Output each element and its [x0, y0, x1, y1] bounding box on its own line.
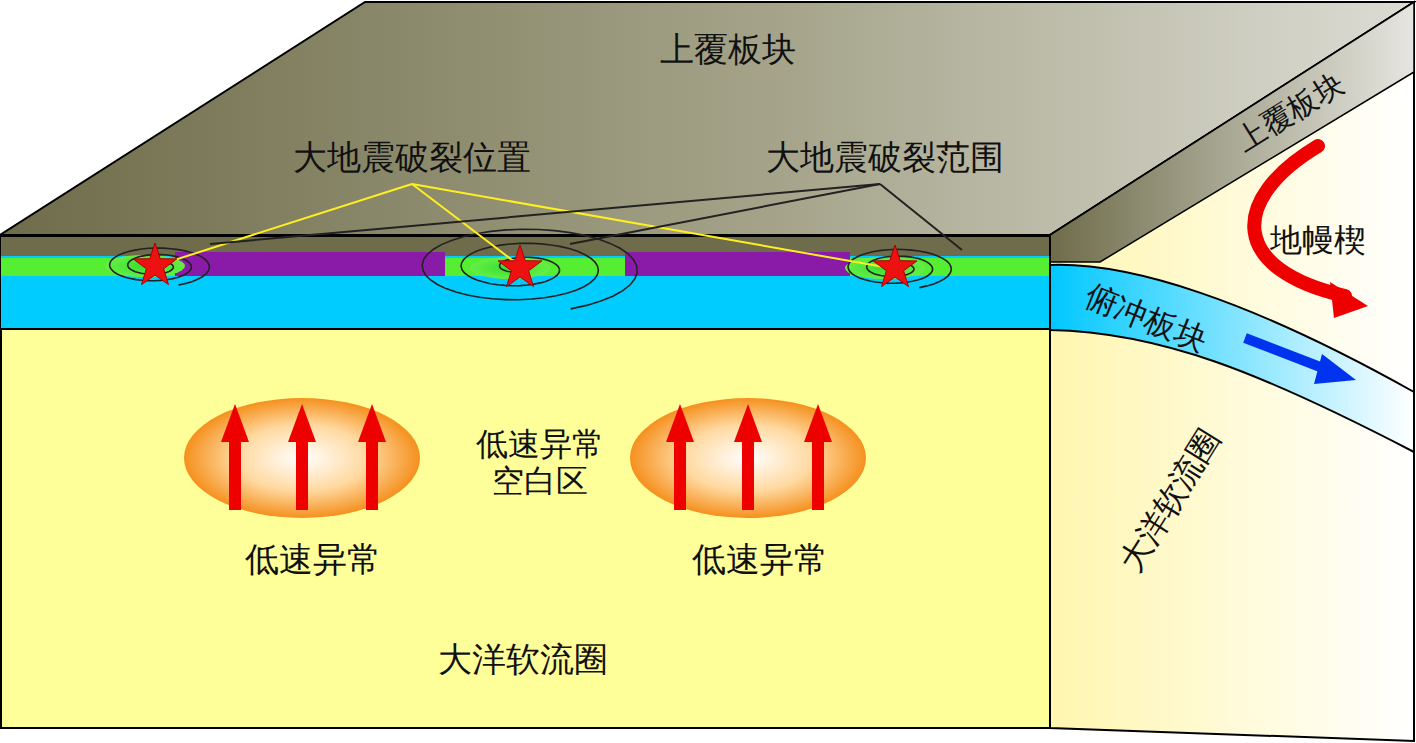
up-arrow-head [666, 404, 694, 442]
rupture-star [133, 243, 177, 285]
rupture-stars [133, 243, 917, 287]
edge-line [1049, 235, 1051, 728]
region-label: 低速异常 空白区 [466, 426, 613, 500]
up-arrow-head [734, 404, 762, 442]
up-arrow-head [221, 404, 249, 442]
rupture-star [873, 245, 917, 287]
callout-label: 大地震破裂位置 [293, 138, 531, 177]
upwelling-arrows [221, 404, 832, 510]
up-arrow-shaft [296, 440, 308, 510]
rupture-spiral [422, 229, 637, 309]
up-arrow-head [804, 404, 832, 442]
edge-line [1, 235, 1050, 237]
up-arrow-shaft [229, 440, 241, 510]
location-leaders [162, 184, 890, 268]
region-label: 地幔楔 [1270, 222, 1366, 259]
up-arrow-shaft [366, 440, 378, 510]
up-arrow-shaft [812, 440, 824, 510]
region-label: 大洋软流圈 [438, 640, 608, 679]
plate-base-line [1, 328, 1050, 330]
up-arrow-head [358, 404, 386, 442]
up-arrow-head [288, 404, 316, 442]
purple-segment [175, 252, 445, 276]
up-arrow-shaft [742, 440, 754, 510]
region-label: 低速异常 [692, 540, 828, 579]
overriding-plate-side [1050, 2, 1414, 262]
subducting-slab [1050, 265, 1414, 452]
front-face [1, 235, 1050, 728]
arrow-head [1314, 354, 1356, 384]
callout-label: 大地震破裂范围 [766, 138, 1004, 177]
right-face [1050, 2, 1414, 741]
rupture-star [498, 245, 542, 287]
arrow-head [1330, 282, 1368, 318]
plate-label: 上覆板块 [660, 30, 796, 69]
region-label: 低速异常 [245, 540, 381, 579]
low-velocity-ellipse [630, 398, 866, 518]
slab-motion-arrow [1245, 338, 1328, 370]
extent-leaders [210, 184, 962, 250]
up-arrow-shaft [674, 440, 686, 510]
low-velocity-ellipse [184, 398, 420, 518]
